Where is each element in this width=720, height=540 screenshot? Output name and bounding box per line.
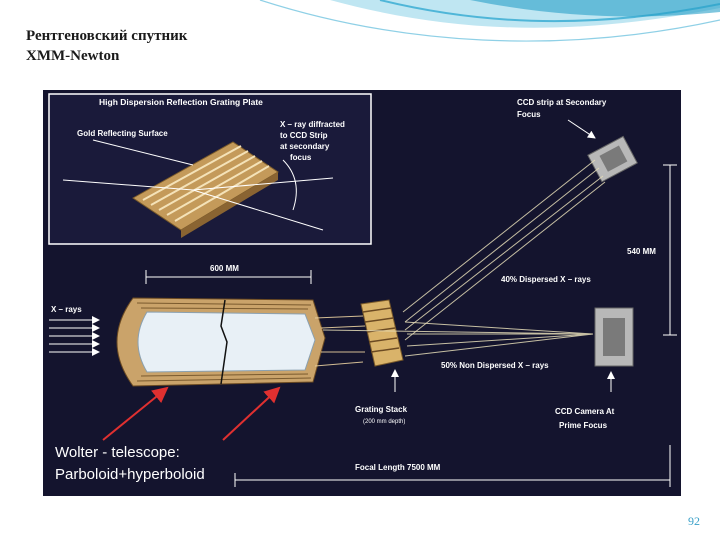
- xmm-newton-diagram: High Dispersion Reflection Grating Plate…: [43, 90, 681, 496]
- xray-diffracted-line1: X – ray diffracted: [280, 120, 345, 129]
- gold-surface-label: Gold Reflecting Surface: [77, 129, 168, 138]
- header-wave-decoration: [259, 0, 720, 42]
- wolter-arrows: [102, 386, 281, 441]
- grating-depth-label: (200 mm depth): [363, 419, 405, 425]
- slide-title: Рентгеновский спутник XMM-Newton: [26, 26, 187, 66]
- xray-diffracted-line4: focus: [290, 153, 312, 162]
- xrays-label: X – rays: [51, 305, 82, 314]
- xray-diffracted-line2: to CCD Strip: [280, 131, 328, 140]
- ccd-strip-label-line2: Focus: [517, 110, 541, 119]
- non-dispersed-label: 50% Non Dispersed X – rays: [441, 361, 549, 370]
- focal-length-label: Focal Length 7500 MM: [355, 463, 441, 472]
- ccd-camera-detector: [594, 307, 634, 367]
- ccd-camera-label-line2: Prime Focus: [559, 421, 608, 430]
- dispersed-label: 40% Dispersed X – rays: [501, 275, 591, 284]
- ccd-strip-label-line1: CCD strip at Secondary: [517, 98, 607, 107]
- incoming-xray-arrows: [49, 316, 100, 356]
- grating-plate-inset: High Dispersion Reflection Grating Plate…: [48, 93, 372, 245]
- grating-stack-label: Grating Stack: [355, 405, 408, 414]
- slide-title-line2: XMM-Newton: [26, 48, 120, 64]
- wolter-telescope: [116, 297, 326, 387]
- grating-stack: [360, 299, 404, 367]
- dispersed-rays: [402, 159, 606, 341]
- slide-title-line1: Рентгеновский спутник: [26, 28, 188, 44]
- dim-600-label: 600 MM: [210, 264, 239, 273]
- page-number: 92: [688, 514, 700, 528]
- wolter-label-line2: Parboloid+hyperboloid: [55, 466, 205, 483]
- xray-diffracted-line3: at secondary: [280, 142, 330, 151]
- ccd-strip-detector: [587, 135, 638, 183]
- inset-title: High Dispersion Reflection Grating Plate: [99, 97, 263, 107]
- non-dispersed-rays: [322, 321, 594, 357]
- dim-540-label: 540 MM: [627, 247, 656, 256]
- ccd-camera-label-line1: CCD Camera At: [555, 407, 615, 416]
- wolter-label-line1: Wolter - telescope:: [55, 444, 180, 461]
